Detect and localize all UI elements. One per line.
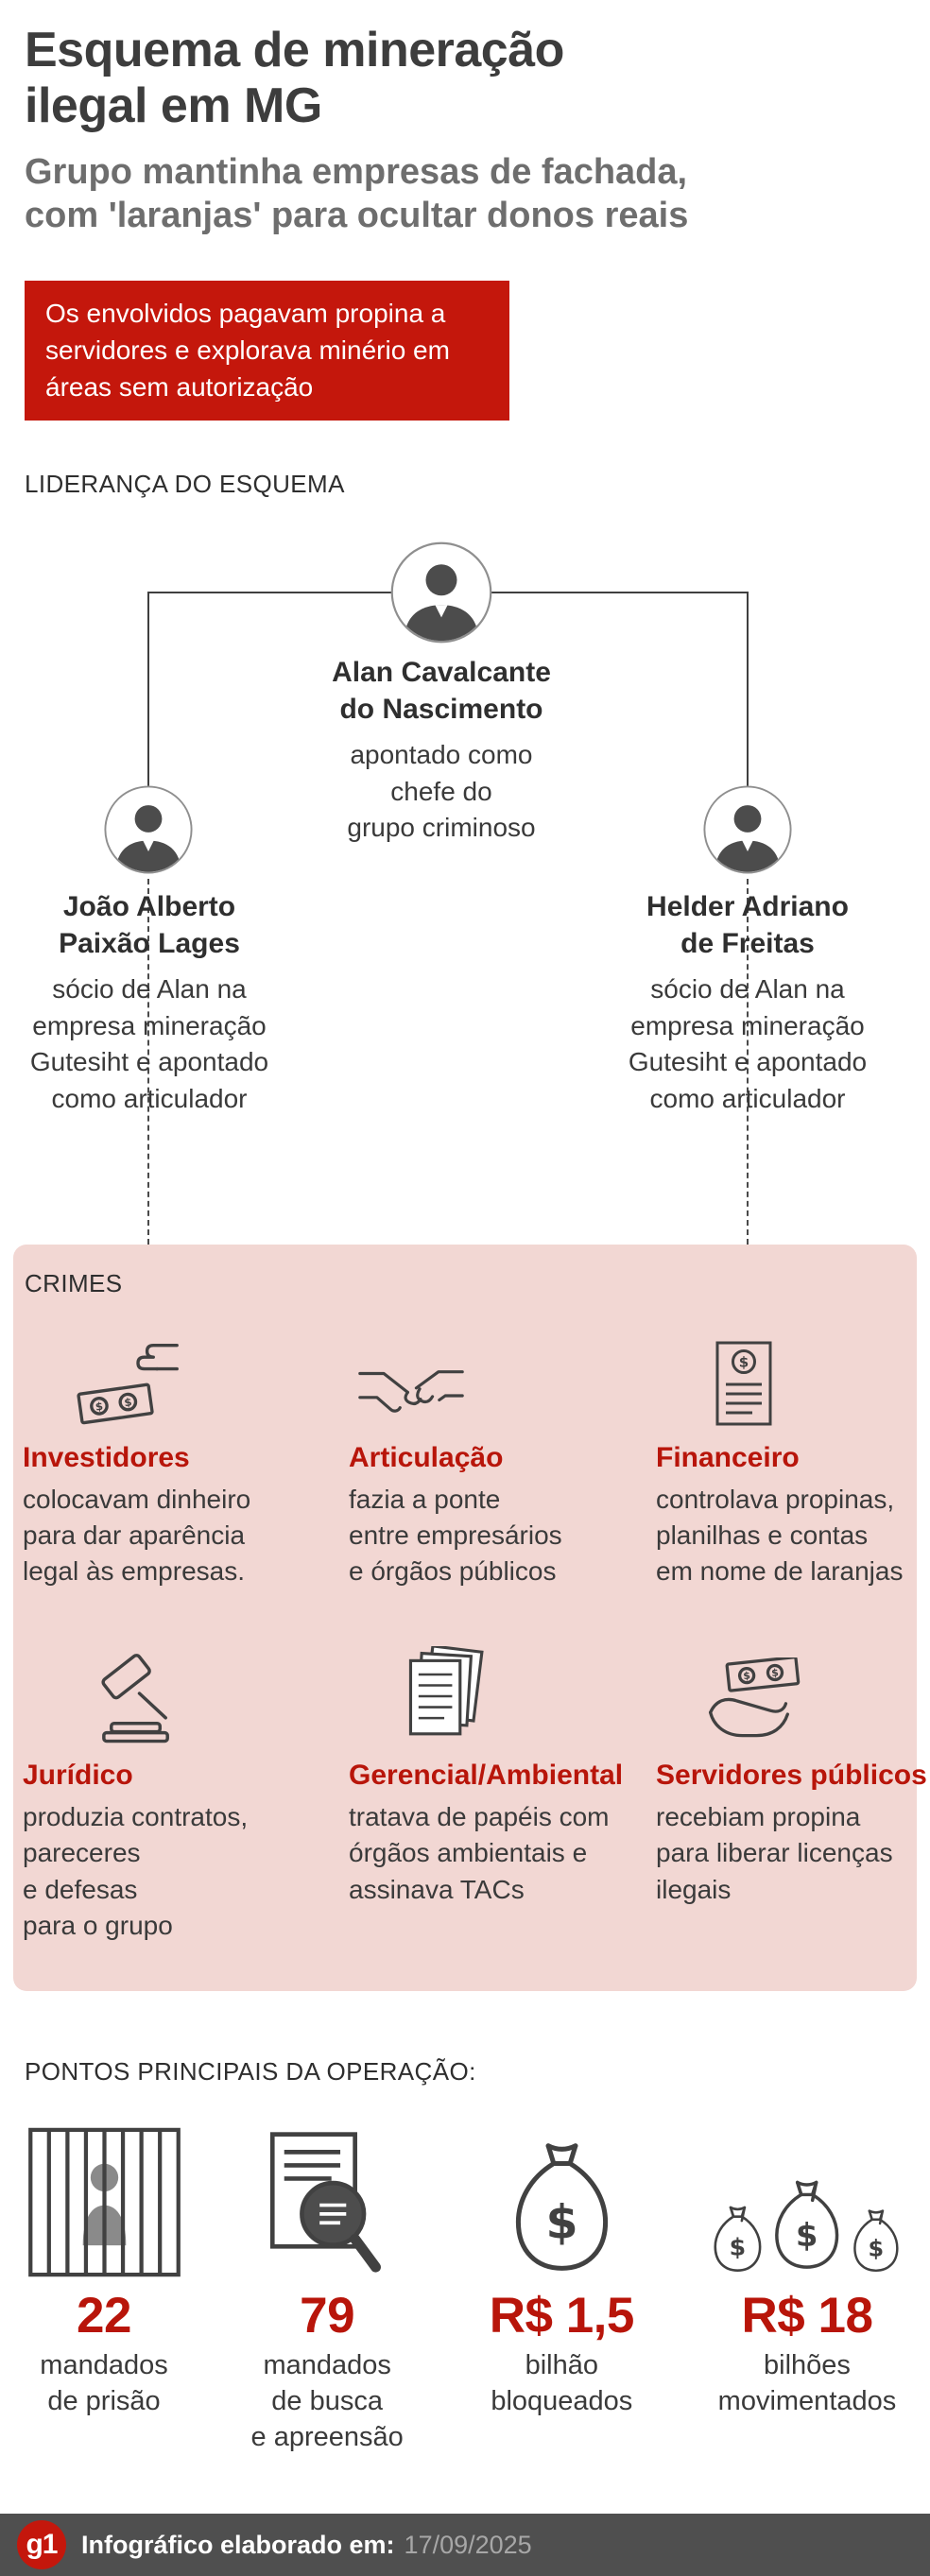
member-right-avatar-icon	[702, 784, 793, 875]
paper-stack-icon	[401, 1639, 656, 1744]
svg-text:$: $	[95, 1400, 104, 1414]
stat-value: R$ 1,5	[489, 2288, 635, 2344]
stat-label: bilhões movimentados	[717, 2350, 897, 2416]
member-left-card: João Alberto Paixão Lages sócio de Alan …	[8, 888, 291, 1118]
crime-card: Jurídico produzia contratos, pareceres e…	[23, 1639, 349, 1943]
hand-giving-money-icon: $$	[74, 1321, 349, 1427]
stat-card: $ R$ 18 bilhões movimentados	[699, 2111, 915, 2455]
hand-receiving-money-icon: $$	[703, 1639, 917, 1744]
svg-text:$: $	[545, 2196, 577, 2250]
stat-value: R$ 18	[741, 2288, 873, 2344]
jail-bars-icon	[15, 2111, 193, 2279]
stat-label: bilhão bloqueados	[491, 2350, 633, 2416]
crime-title: Articulação	[349, 1442, 504, 1474]
connector-right-line	[747, 592, 749, 787]
member-description: sócio de Alan na empresa mineração Gutes…	[628, 974, 868, 1113]
alert-box: Os envolvidos pagavam propina a servidor…	[25, 281, 509, 421]
svg-text:$: $	[123, 1396, 132, 1410]
svg-text:$: $	[743, 1670, 751, 1683]
footer-date: 17/09/2025	[404, 2530, 532, 2559]
leader-description: apontado como chefe do grupo criminoso	[347, 740, 536, 843]
page-title: Esquema de mineração ilegal em MG	[25, 23, 564, 134]
operation-section-title: PONTOS PRINCIPAIS DA OPERAÇÃO:	[25, 2057, 476, 2087]
stat-value: 22	[77, 2288, 131, 2344]
svg-text:$: $	[739, 1354, 749, 1371]
crimes-section: CRIMES	[13, 1245, 927, 1992]
leadership-section-title: LIDERANÇA DO ESQUEMA	[25, 470, 345, 499]
stat-label: mandados de busca e apreensão	[250, 2350, 404, 2452]
crime-description: recebiam propina para liberar licenças i…	[656, 1802, 893, 1904]
svg-text:$: $	[771, 1667, 780, 1680]
crime-card: $ Financeiro controlava propinas, planil…	[656, 1321, 917, 1589]
crime-description: controlava propinas, planilhas e contas …	[656, 1485, 904, 1587]
member-description: sócio de Alan na empresa mineração Gutes…	[29, 974, 269, 1113]
crime-card: Gerencial/Ambiental tratava de papéis co…	[349, 1639, 656, 1943]
footer-label: Infográfico elaborado em:	[81, 2530, 395, 2559]
operation-stats: 22 mandados de prisão	[0, 2111, 930, 2455]
footer: g1 Infográfico elaborado em: 17/09/2025	[0, 2514, 930, 2576]
stat-label: mandados de prisão	[40, 2350, 168, 2416]
crime-card: Articulação fazia a ponte entre empresár…	[349, 1321, 656, 1589]
stat-value: 79	[300, 2288, 355, 2344]
org-chart: Alan Cavalcante do Nascimento apontado c…	[0, 512, 930, 1245]
crime-title: Financeiro	[656, 1442, 800, 1474]
leader-card: Alan Cavalcante do Nascimento apontado c…	[281, 654, 602, 847]
crime-title: Servidores públicos	[656, 1760, 927, 1792]
connector-left-line	[147, 592, 149, 787]
money-bag-icon: $	[461, 2111, 662, 2279]
connector-left-dashed-line	[147, 879, 149, 1245]
stat-card: $ R$ 1,5 bilhão bloqueados	[461, 2111, 662, 2455]
gavel-icon	[89, 1639, 349, 1744]
crime-description: fazia a ponte entre empresários e órgãos…	[349, 1485, 562, 1587]
connector-right-dashed-line	[747, 879, 749, 1245]
crime-card: $$ Investidores colocavam dinheiro para …	[23, 1321, 349, 1589]
crime-title: Gerencial/Ambiental	[349, 1760, 624, 1792]
search-warrant-icon	[231, 2111, 424, 2279]
crime-description: tratava de papéis com órgãos ambientais …	[349, 1802, 610, 1904]
member-left-avatar-icon	[103, 784, 194, 875]
crime-description: colocavam dinheiro para dar aparência le…	[23, 1485, 251, 1587]
leader-avatar-icon	[389, 541, 493, 644]
page-subtitle: Grupo mantinha empresas de fachada, com …	[25, 151, 689, 235]
crime-title: Investidores	[23, 1442, 190, 1474]
dollar-document-icon: $	[715, 1321, 917, 1427]
crime-card: $$ Servidores públicos recebiam propina …	[656, 1639, 927, 1943]
crime-title: Jurídico	[23, 1760, 133, 1792]
header: Esquema de mineração ilegal em MG Grupo …	[0, 0, 930, 421]
member-name: Helder Adriano de Freitas	[646, 891, 849, 960]
g1-logo: g1	[17, 2520, 66, 2569]
leader-name: Alan Cavalcante do Nascimento	[332, 657, 551, 726]
money-bags-icon: $	[699, 2111, 915, 2279]
handshake-icon	[358, 1321, 656, 1427]
stat-card: 22 mandados de prisão	[15, 2111, 193, 2455]
stat-card: 79 mandados de busca e apreensão	[231, 2111, 424, 2455]
crime-description: produzia contratos, pareceres e defesas …	[23, 1802, 249, 1940]
member-right-card: Helder Adriano de Freitas sócio de Alan …	[606, 888, 889, 1118]
crimes-section-title: CRIMES	[25, 1269, 123, 1298]
crimes-grid: $$ Investidores colocavam dinheiro para …	[13, 1321, 927, 1944]
member-name: João Alberto Paixão Lages	[59, 891, 240, 960]
